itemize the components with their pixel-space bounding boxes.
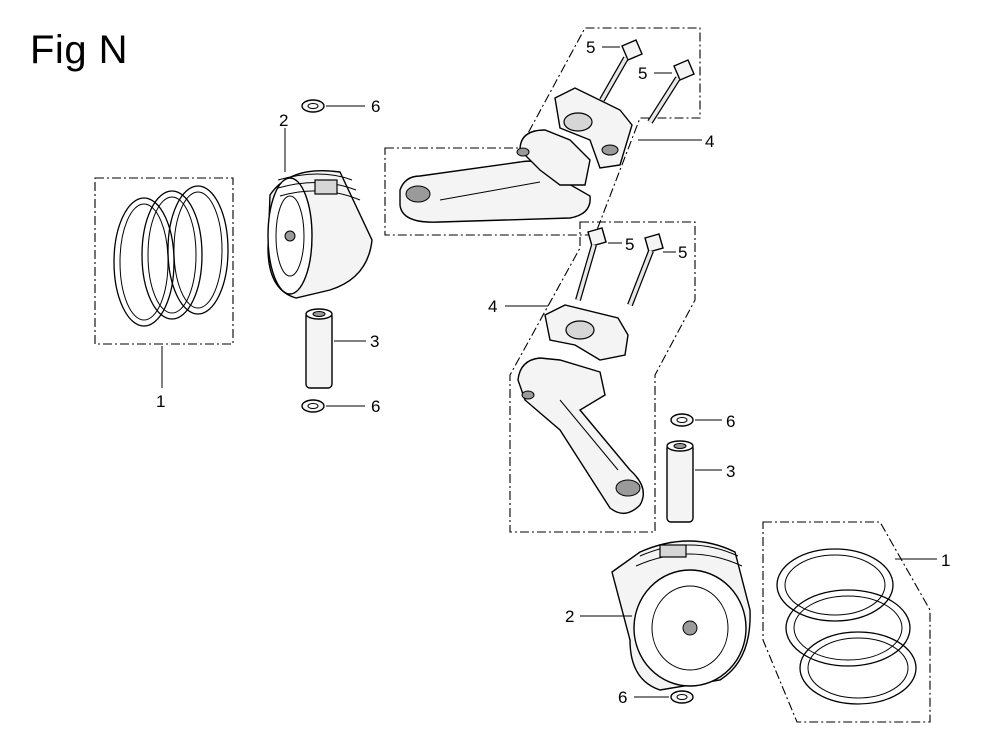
pin-lower-body [666,443,694,523]
callout-rod-top: 4 [705,132,714,151]
clip-upper-a: 6 [301,97,380,116]
clip-lower-b: 6 [618,688,694,707]
callout-piston-lower: 2 [565,607,574,626]
rod-middle-beam [517,357,644,514]
piston-ring-set-left: 1 [94,177,234,411]
piston-ring-set-right: 1 [762,521,950,723]
ring-set-right-frame [762,521,931,723]
piston-lower: 2 [565,540,751,691]
rod-upper-small-end [405,185,431,203]
clip-upper-b: 6 [301,397,380,416]
piston-upper: 2 [267,111,373,299]
callout-pin-lower: 3 [726,462,735,481]
ring-left-2 [141,190,203,320]
callout-piston-top: 2 [279,111,288,130]
rod-upper-frame [384,27,701,236]
rod-bolt-mid-a: 5 [575,227,634,301]
connecting-rod-middle: 4 [488,221,696,533]
clip-lower-a: 6 [670,412,735,431]
callout-bolt-mid-a: 5 [625,235,634,254]
callout-clip-upper-b: 6 [371,397,380,416]
figure-title: Fig N [30,28,129,72]
piston-pin-upper: 3 [305,308,379,389]
callout-clip-upper-a: 6 [371,97,380,116]
callout-bolt-mid-b: 5 [678,243,687,262]
ring-right-3 [799,631,917,705]
rod-bolt-mid-b: 5 [627,233,687,307]
connecting-rod-upper: 4 [384,27,714,236]
callout-bolt-top-b: 5 [638,64,647,83]
ring-set-left-frame [94,177,234,345]
piston-pin-lower: 3 [666,440,735,523]
callout-rod-mid: 4 [488,297,497,316]
callout-clip-lower-a: 6 [726,412,735,431]
rod-bolt-top-b: 5 [638,59,695,124]
ring-left-1 [113,197,175,327]
callout-ring-set-right: 1 [941,551,950,570]
rod-bolt-top-a: 5 [586,38,643,102]
ring-right-2 [785,589,911,667]
callout-ring-set-left: 1 [156,392,165,411]
rod-upper-beam [399,160,591,223]
rod-middle-frame [509,221,696,533]
callout-bolt-top-a: 5 [586,38,595,57]
callout-clip-lower-b: 6 [618,688,627,707]
ring-right-1 [776,548,894,622]
callout-pin-top: 3 [370,332,379,351]
rod-middle-small-end [615,479,641,497]
pin-upper-body [305,311,333,389]
ring-left-3 [167,185,229,315]
